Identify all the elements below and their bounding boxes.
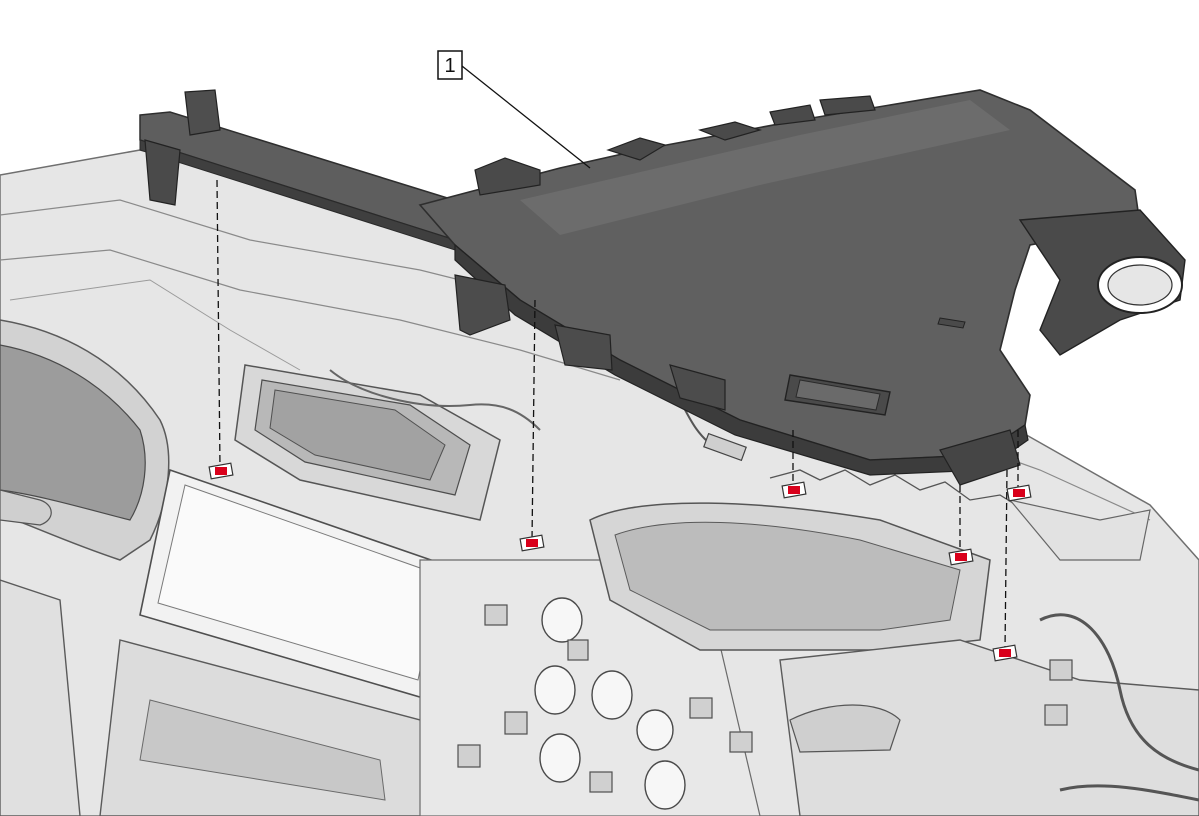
instrument-panel-carrier xyxy=(0,149,1199,816)
clip-point xyxy=(519,534,545,552)
clip-point xyxy=(1006,484,1032,502)
leader-line xyxy=(461,65,591,169)
callout-1: 1 xyxy=(437,50,591,169)
upper-trim-panel xyxy=(139,89,1186,486)
callout-box xyxy=(437,50,463,80)
callout-label: 1 xyxy=(444,55,455,77)
clip-mounting-points xyxy=(208,462,1032,662)
alignment-lines xyxy=(216,179,1019,651)
clip-point xyxy=(208,462,234,480)
clip-point xyxy=(948,548,974,566)
clip-point xyxy=(992,644,1018,662)
clip-point xyxy=(781,481,807,499)
